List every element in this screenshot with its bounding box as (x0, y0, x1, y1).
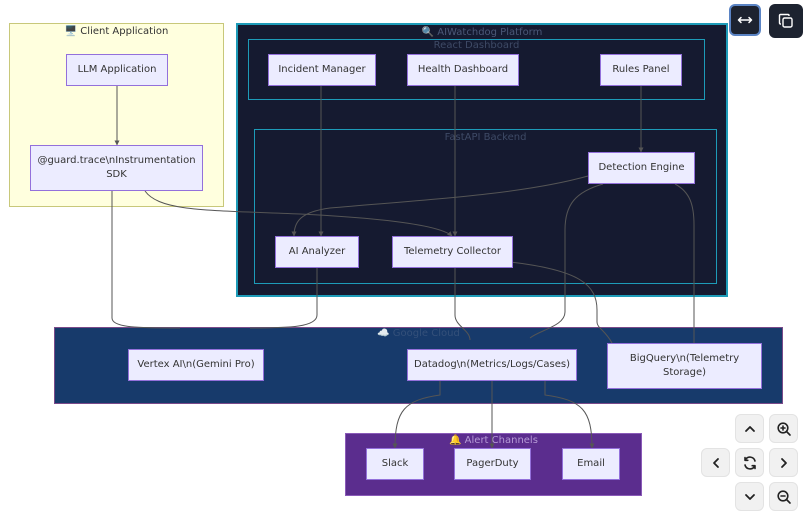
reset-view-button[interactable] (735, 448, 764, 477)
edge-telemetry-to-bigquery (509, 261, 613, 344)
pan-right-button[interactable] (769, 448, 798, 477)
cluster-title-gcp: ☁️ Google Cloud (377, 328, 460, 339)
node-bigquery[interactable]: BigQuery\n(Telemetry Storage) (607, 343, 762, 389)
node-slack[interactable]: Slack (366, 448, 424, 480)
edge-datadog-to-slack (392, 381, 441, 449)
zoom-out-icon (776, 489, 791, 504)
refresh-icon (743, 455, 756, 470)
node-detection-engine[interactable]: Detection Engine (588, 152, 695, 184)
node-vertex-ai[interactable]: Vertex AI\n(Gemini Pro) (128, 349, 264, 381)
zoom-in-button[interactable] (769, 414, 798, 443)
node-llm-application[interactable]: LLM Application (66, 54, 168, 86)
node-rules-panel[interactable]: Rules Panel (600, 54, 682, 86)
edge-detection-to-datadog (529, 183, 604, 339)
cluster-title-dashboard: React Dashboard (433, 40, 520, 51)
chevron-right-icon (780, 457, 787, 468)
copy-icon (778, 13, 793, 28)
cluster-fastapi-backend: FastAPI Backend (254, 129, 717, 284)
node-telemetry-collector[interactable]: Telemetry Collector (392, 236, 513, 268)
pan-left-button[interactable] (701, 448, 730, 477)
edge-detection-to-bigquery (674, 183, 695, 343)
pan-down-button[interactable] (735, 482, 764, 511)
cluster-title-platform: 🔍 AIWatchdog Platform (421, 27, 543, 38)
fit-width-button[interactable] (729, 4, 761, 36)
node-instrumentation-sdk[interactable]: @guard.trace\nInstrumentation SDK (30, 145, 203, 191)
node-health-dashboard[interactable]: Health Dashboard (407, 54, 519, 86)
zoom-in-icon (776, 421, 791, 436)
cluster-title-backend: FastAPI Backend (444, 132, 527, 143)
pan-up-button[interactable] (735, 414, 764, 443)
edge-sdk-to-telemetry (144, 190, 453, 237)
node-pagerduty[interactable]: PagerDuty (454, 448, 531, 480)
chevron-down-icon (744, 493, 755, 500)
edge-sdk-to-vertex (111, 191, 181, 329)
node-datadog[interactable]: Datadog\n(Metrics/Logs/Cases) (407, 349, 577, 381)
node-ai-analyzer[interactable]: AI Analyzer (275, 236, 359, 268)
chevron-left-icon (712, 457, 719, 468)
edge-datadog-to-email (544, 381, 595, 449)
cluster-title-alerts: 🔔 Alert Channels (449, 435, 538, 446)
edge-analyzer-to-vertex (249, 268, 318, 329)
cluster-title-client: 🖥️ Client Application (64, 26, 169, 37)
node-incident-manager[interactable]: Incident Manager (268, 54, 376, 86)
cluster-react-dashboard: React Dashboard (248, 39, 705, 100)
zoom-out-button[interactable] (769, 482, 798, 511)
chevron-up-icon (744, 425, 755, 432)
expand-horizontal-icon (737, 16, 753, 24)
edge-detection-to-analyzer (291, 175, 589, 237)
copy-button[interactable] (769, 4, 803, 38)
edge-telemetry-to-datadog (454, 268, 471, 341)
node-email[interactable]: Email (562, 448, 620, 480)
